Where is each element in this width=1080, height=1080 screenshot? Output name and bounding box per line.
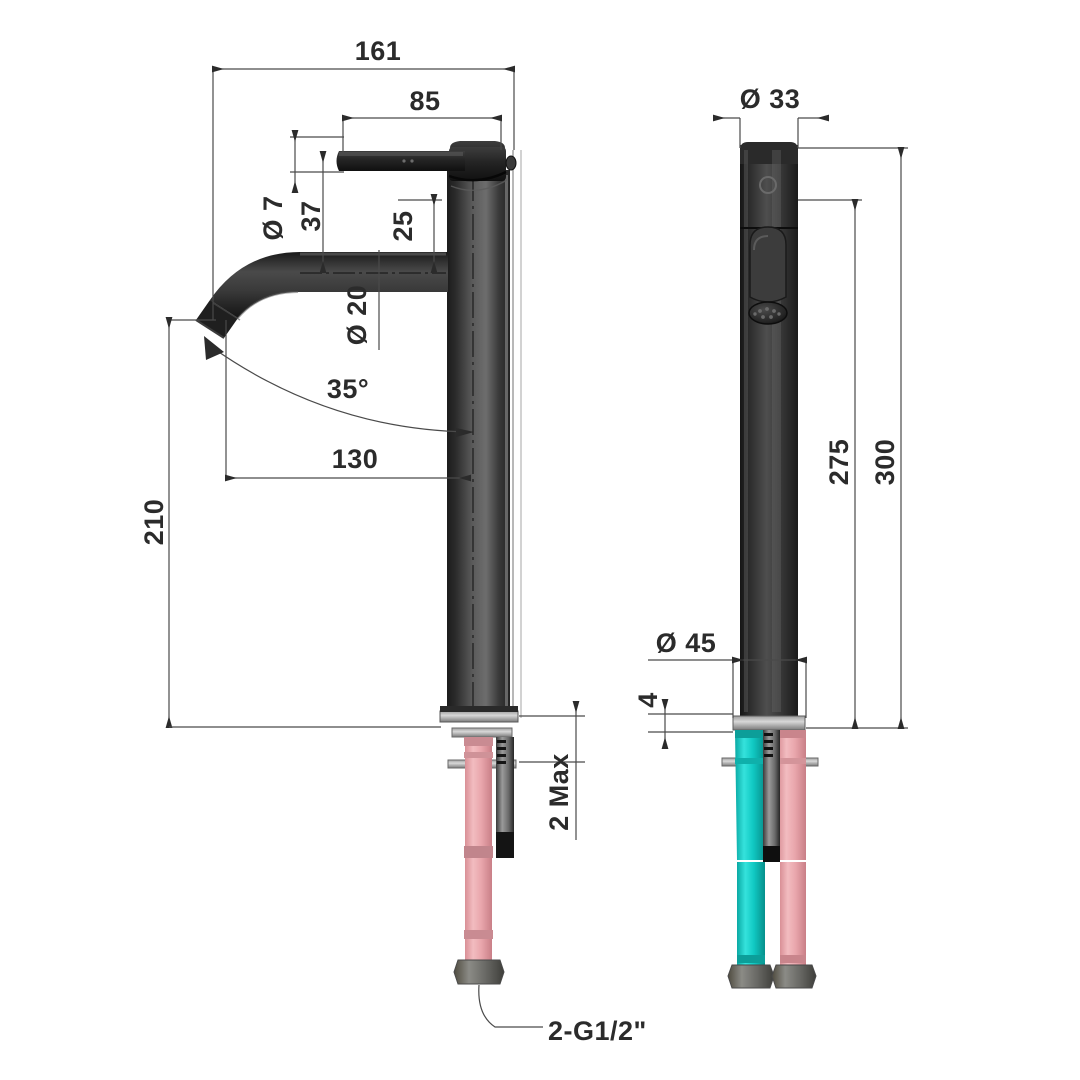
- dimtext-37: 37: [296, 200, 326, 231]
- callout-thread-label: 2-G1/2": [548, 1016, 647, 1046]
- side-aerator-mesh: [753, 307, 781, 319]
- front-supply-nut: [453, 959, 505, 985]
- dimtext-85: 85: [409, 86, 440, 116]
- side-hot-nut: [771, 964, 817, 989]
- front-hot-hose-collar-3: [464, 930, 493, 939]
- front-hot-hose-collar-1: [464, 737, 493, 746]
- dimtext-161: 161: [355, 36, 402, 66]
- dimtext-d33: Ø 33: [740, 84, 801, 114]
- side-cold-nut: [727, 964, 775, 989]
- front-view-geometry: [195, 141, 522, 985]
- front-lever-dot-a: [402, 159, 406, 163]
- side-body-highlight-r: [772, 150, 781, 712]
- side-cold-collar-3: [737, 955, 765, 963]
- leader-thread-callout: [478, 984, 543, 1028]
- side-body-dome: [740, 142, 798, 164]
- side-view-geometry: [721, 142, 819, 989]
- dimtext-d20: Ø 20: [342, 285, 372, 346]
- front-escutcheon-top: [440, 706, 518, 712]
- dimtext-d7: Ø 7: [258, 195, 288, 240]
- front-mount-rod: [496, 737, 514, 849]
- side-hot-hose-lower: [780, 862, 806, 967]
- arc-35deg: [212, 347, 471, 433]
- front-handle-pivot: [505, 155, 517, 171]
- side-base-flange: [732, 715, 806, 731]
- dimtext-275: 275: [824, 439, 854, 486]
- side-cold-collar-2: [735, 758, 765, 764]
- front-spout-tip-seam: [212, 302, 241, 321]
- front-escutcheon: [439, 710, 519, 723]
- side-spout-front: [749, 226, 787, 303]
- front-spout-body: [210, 252, 448, 318]
- front-view-dimension-text: 161 85 Ø 7 37 25 Ø 20 35° 130 210 2 Max …: [139, 36, 647, 1046]
- front-hot-hose-joint: [464, 846, 493, 858]
- side-hot-collar-3: [780, 955, 806, 963]
- side-cold-hose-lower: [737, 862, 765, 967]
- front-handle-seam-hl: [450, 179, 508, 192]
- front-handle-seam: [448, 170, 507, 182]
- front-body-column: [447, 170, 510, 715]
- dimtext-d45: Ø 45: [656, 628, 717, 658]
- side-handle-screw-icon: [759, 176, 777, 194]
- front-hot-hose-collar-2: [464, 752, 493, 758]
- front-lever-highlight: [339, 152, 463, 156]
- front-lever-dot-b: [410, 159, 414, 163]
- front-spout-tip: [196, 300, 238, 338]
- arrow-35deg-start: [204, 336, 224, 360]
- front-spout-curve-hl: [237, 291, 299, 319]
- arrow-35deg-end: [456, 428, 474, 437]
- dimtext-4: 4: [633, 692, 663, 708]
- dimtext-35deg: 35°: [327, 374, 369, 404]
- side-view-dimension-text: Ø 33 275 300 Ø 45 4: [633, 84, 900, 708]
- side-hot-collar-2: [778, 758, 806, 764]
- dimtext-25: 25: [388, 210, 418, 241]
- dimtext-210: 210: [139, 499, 169, 546]
- side-hot-hose-upper: [778, 730, 806, 860]
- front-spout-tip-edge: [195, 319, 225, 339]
- dimtext-300: 300: [870, 439, 900, 486]
- side-mount-rod: [763, 730, 780, 860]
- side-aerator: [748, 301, 788, 325]
- front-body-highlight: [505, 175, 508, 713]
- front-view-dimensions: [165, 65, 585, 1028]
- side-hot-collar-1: [778, 730, 806, 738]
- dimtext-2max: 2 Max: [544, 753, 574, 831]
- side-view-dimensions: [648, 114, 908, 749]
- side-mount-rod-threads: [764, 733, 773, 757]
- side-mount-rod-tip: [763, 846, 780, 862]
- side-cold-collar-1: [735, 730, 765, 738]
- front-mount-rod-tip: [496, 832, 514, 858]
- side-spout-hl: [753, 235, 769, 251]
- dimtext-130: 130: [332, 444, 379, 474]
- front-mount-rod-threads: [497, 740, 506, 764]
- side-body-highlight-l: [744, 150, 748, 712]
- side-cold-hose-upper: [735, 730, 765, 860]
- front-washer-upper: [451, 727, 513, 738]
